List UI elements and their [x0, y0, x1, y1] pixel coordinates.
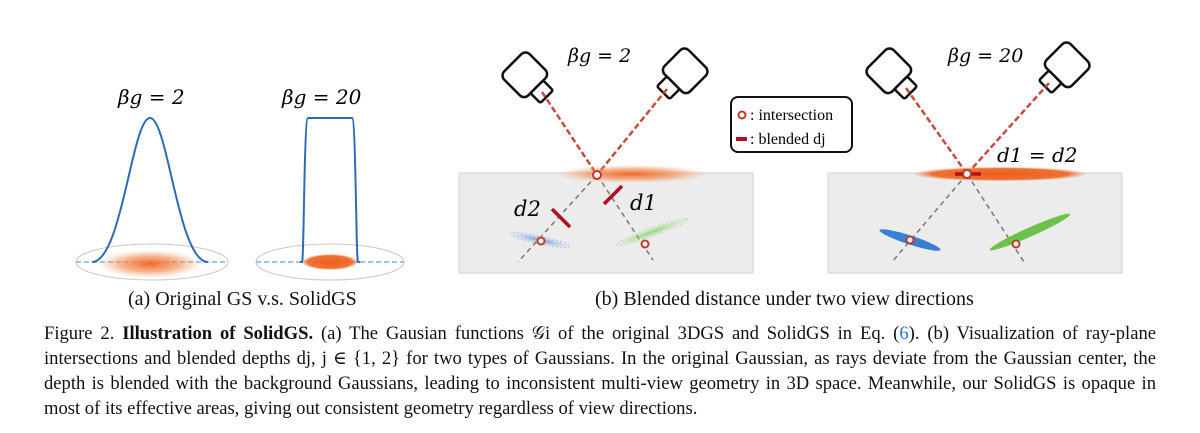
- panel-b-left: βg = 2 d2 d1 : int: [458, 45, 853, 274]
- legend-blended-label: : blended dj: [750, 131, 826, 148]
- solid-splat-right: [302, 254, 358, 270]
- panel-a-label-left: βg = 2: [117, 85, 185, 109]
- intersection-marker-blue-2: [905, 235, 915, 245]
- equation-link[interactable]: 6: [899, 323, 909, 344]
- ray-3: [904, 87, 969, 175]
- ray-4: [966, 82, 1050, 175]
- green-gaussian-solid: [989, 213, 1071, 251]
- intersection-marker: [592, 170, 602, 180]
- ray-2: [596, 88, 668, 176]
- panel-b-right: βg = 20 d1 = d2: [827, 41, 1123, 274]
- label-d2: d2: [514, 197, 541, 221]
- panel-b-label-left: βg = 2: [567, 45, 631, 67]
- legend-intersection-label: : intersection: [750, 107, 833, 124]
- label-d1-eq-d2: d1 = d2: [997, 143, 1078, 167]
- background-plane-right: [827, 172, 1123, 274]
- figure-caption: Figure 2. Illustration of SolidGS. (a) T…: [44, 321, 1156, 421]
- gaussian-curve: [91, 116, 209, 263]
- caption-text-1: (a) The Gausian functions 𝒢i of the orig…: [313, 323, 900, 344]
- panel-b-label-right: βg = 20: [947, 45, 1023, 67]
- green-gaussian-faint: [615, 218, 689, 246]
- camera-icon-right-2: [1038, 41, 1091, 94]
- label-d1: d1: [630, 191, 657, 215]
- caption-text-2: ). (b) Visualization of ray-plane inters…: [44, 323, 1156, 419]
- background-plane-left: [458, 172, 754, 274]
- gaussian-splat-left: [98, 250, 202, 278]
- panel-a-label-right: βg = 20: [281, 85, 362, 109]
- camera-icon-left-2: [656, 47, 709, 100]
- blended-marker-d2: [550, 207, 572, 229]
- ray-2-ext: [517, 174, 598, 263]
- solid-splat-b2: [914, 167, 1086, 181]
- caption-prefix: Figure 2.: [44, 323, 115, 344]
- legend: : intersection : blended dj: [730, 96, 853, 153]
- figure-illustration: βg = 2 βg = 20 βg = 2: [75, 41, 1123, 281]
- intersection-marker-green-2: [1011, 239, 1021, 249]
- solidgs-curve: [300, 117, 360, 263]
- camera-icon-right-1: [865, 47, 918, 100]
- gaussian-splat-b1: [554, 165, 710, 183]
- panel-a: βg = 2 βg = 20: [75, 85, 405, 281]
- ray-4-ext: [891, 173, 968, 263]
- camera-icon-left-1: [501, 51, 554, 104]
- blended-marker-d1: [602, 184, 624, 206]
- intersection-marker-green: [640, 239, 650, 249]
- subcaption-a: (a) Original GS v.s. SolidGS: [128, 288, 357, 310]
- intersection-marker-2: [962, 169, 972, 179]
- intersection-marker-blue: [536, 236, 546, 246]
- ray-1: [540, 91, 599, 176]
- legend-intersection-icon: [737, 110, 747, 120]
- subcaption-b: (b) Blended distance under two view dire…: [595, 288, 974, 310]
- caption-title: Illustration of SolidGS.: [122, 323, 314, 344]
